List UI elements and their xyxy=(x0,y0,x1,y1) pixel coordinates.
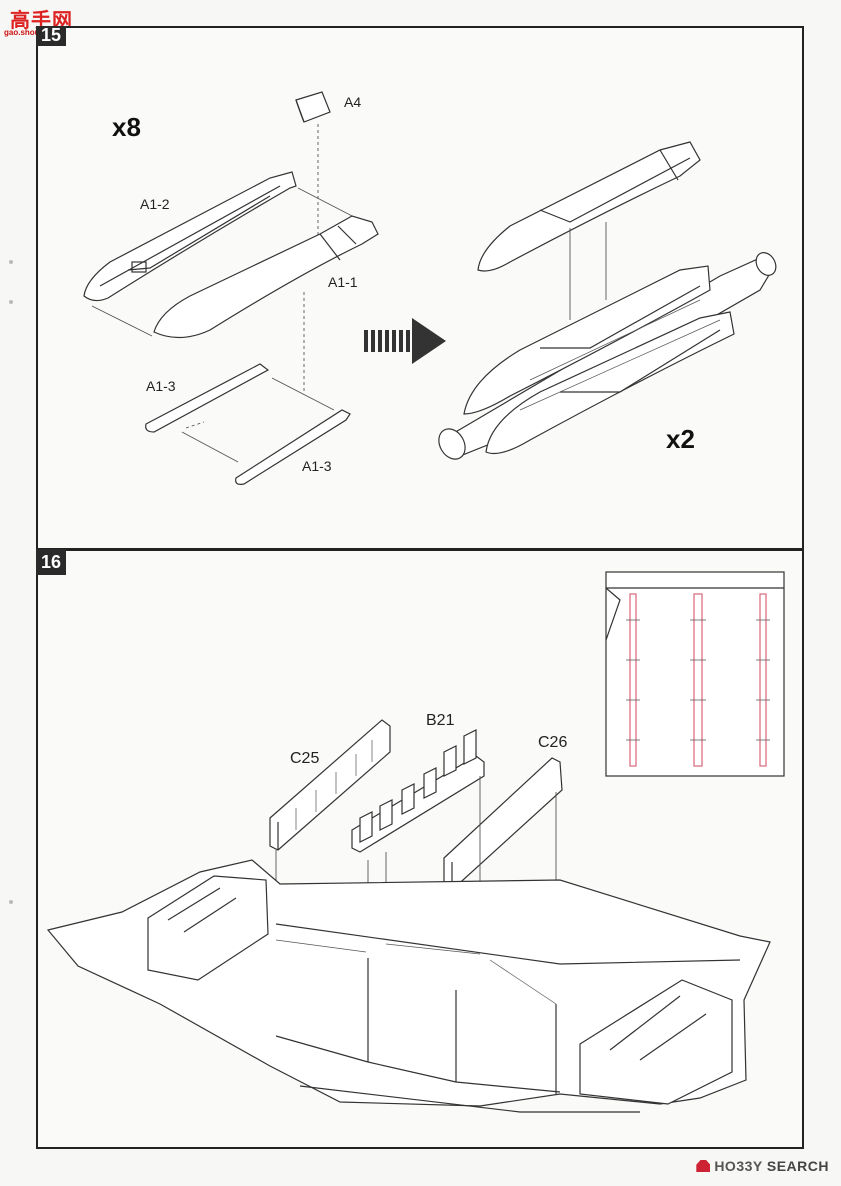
binding-hole xyxy=(9,260,13,264)
part-a1-1-shape xyxy=(153,215,379,339)
label-a1-1: A1-1 xyxy=(328,274,358,290)
part-a1-3-upper-shape xyxy=(145,363,270,433)
label-c25: C25 xyxy=(290,750,320,767)
part-a1-2-shape xyxy=(83,171,297,302)
label-a1-3-lower: A1-3 xyxy=(302,458,332,474)
detail-inset xyxy=(605,571,785,777)
part-a4-shape xyxy=(295,91,331,123)
part-a1-3-lower-shape xyxy=(235,409,351,485)
watermark-brand: HO33Y xyxy=(714,1158,763,1174)
label-c26: C26 xyxy=(538,734,568,751)
assembled-launcher xyxy=(438,252,777,460)
multiplier-x2: x2 xyxy=(666,424,695,454)
label-a4: A4 xyxy=(344,94,362,110)
label-a1-2: A1-2 xyxy=(140,196,170,212)
step-arrow xyxy=(364,318,446,364)
binding-hole xyxy=(9,300,13,304)
logo-site: gao.shou.com xyxy=(4,28,59,37)
part-c25-shape xyxy=(269,719,391,851)
hull-lower xyxy=(46,859,771,1113)
label-b21: B21 xyxy=(426,712,455,729)
label-a1-3-upper: A1-3 xyxy=(146,378,176,394)
part-b21-shape xyxy=(351,729,485,853)
assembled-pod-cover xyxy=(477,141,701,272)
step-number-15: 15 xyxy=(36,26,66,46)
watermark-suffix: SEARCH xyxy=(766,1158,829,1174)
binding-hole xyxy=(9,900,13,904)
step-number-16: 16 xyxy=(36,549,66,575)
watermark-logo-icon xyxy=(696,1160,711,1172)
watermark: HO33Y SEARCH xyxy=(696,1158,829,1174)
multiplier-x8: x8 xyxy=(112,112,141,142)
